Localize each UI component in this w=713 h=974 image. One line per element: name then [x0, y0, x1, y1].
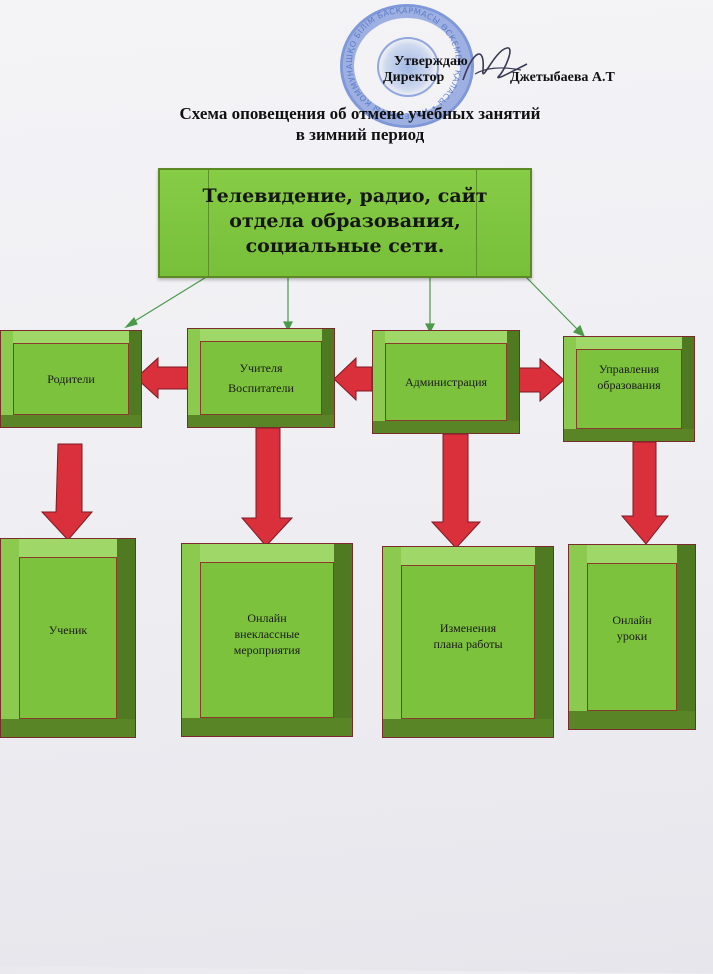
- administration-label: Администрация: [404, 375, 488, 389]
- title-line-1: Схема оповещения об отмене учебных занят…: [179, 104, 541, 123]
- box-divider: [476, 170, 477, 276]
- approval-block: Утверждаю Директор: [383, 54, 468, 86]
- online-lessons-label-2: уроки: [616, 629, 648, 643]
- signature-mark: [462, 47, 528, 81]
- info-source-line-2: отдела образования,: [229, 210, 461, 232]
- online-events-label-3: мероприятия: [233, 643, 301, 657]
- director-label: Директор: [383, 70, 445, 85]
- arrow-education-to-lessons: [620, 441, 670, 545]
- arrowhead-parents: [124, 316, 138, 329]
- arrow-teachers-to-parents: [135, 356, 189, 400]
- official-stamp: ШҚО БІЛІМ БАСҚАРМАСЫ ӨСКЕМЕН ҚАЛАСЫ • ИН…: [340, 4, 474, 128]
- education-dept-label: Управления образования: [576, 337, 682, 441]
- parents-label: Родители: [47, 372, 95, 386]
- plan-changes-label-1: Изменения: [439, 621, 497, 635]
- line-to-education: [524, 275, 581, 333]
- education-dept-box: Управления образования: [563, 336, 695, 442]
- info-source-box: Телевидение, радио, сайт отдела образова…: [158, 168, 532, 278]
- teachers-label: Учителя Воспитатели: [200, 329, 322, 427]
- arrowhead-education: [572, 324, 586, 338]
- administration-box: Администрация: [372, 330, 520, 434]
- online-events-label-1: Онлайн: [247, 611, 287, 625]
- arrow-admin-to-plan: [430, 433, 482, 549]
- online-lessons-box: Онлайн уроки: [568, 544, 696, 730]
- connectors: [40, 275, 670, 549]
- box-divider: [208, 170, 209, 276]
- arrowhead-teachers: [283, 321, 293, 332]
- education-dept-label-1: Управления: [598, 362, 660, 376]
- page-title: Схема оповещения об отмене учебных занят…: [120, 103, 600, 145]
- info-source-text: Телевидение, радио, сайт отдела образова…: [160, 184, 530, 259]
- online-events-label-2: внеклассные: [234, 627, 300, 641]
- arrow-admin-to-teachers: [333, 356, 373, 402]
- line-to-parents: [129, 275, 209, 325]
- plan-changes-label: Изменения плана работы: [395, 535, 541, 737]
- info-source-line-1: Телевидение, радио, сайт: [202, 185, 488, 207]
- online-lessons-label: Онлайн уроки: [581, 527, 683, 729]
- arrow-admin-to-education: [514, 357, 565, 403]
- arrow-teachers-to-events: [240, 427, 294, 547]
- plan-changes-label-2: плана работы: [433, 637, 503, 651]
- info-source-line-3: социальные сети.: [245, 235, 445, 257]
- student-label: Ученик: [48, 623, 88, 637]
- title-line-2: в зимний период: [295, 125, 425, 144]
- student-box: Ученик: [0, 538, 136, 738]
- arrow-parents-to-student: [40, 443, 94, 541]
- teachers-box: Учителя Воспитатели: [187, 328, 335, 428]
- teachers-label-1: Учителя: [239, 361, 283, 375]
- parents-box: Родители: [0, 330, 142, 428]
- plan-changes-box: Изменения плана работы: [382, 546, 554, 738]
- teachers-label-2: Воспитатели: [228, 381, 294, 395]
- approve-label: Утверждаю: [394, 54, 468, 69]
- arrowhead-administration: [425, 323, 435, 334]
- education-dept-label-2: образования: [597, 378, 661, 392]
- stamp-emblem: [377, 37, 439, 97]
- online-events-box: Онлайн внеклассные мероприятия: [181, 543, 353, 737]
- director-name: Джетыбаева А.Т: [510, 70, 615, 85]
- online-events-label: Онлайн внеклассные мероприятия: [194, 532, 340, 736]
- online-lessons-label-1: Онлайн: [612, 613, 652, 627]
